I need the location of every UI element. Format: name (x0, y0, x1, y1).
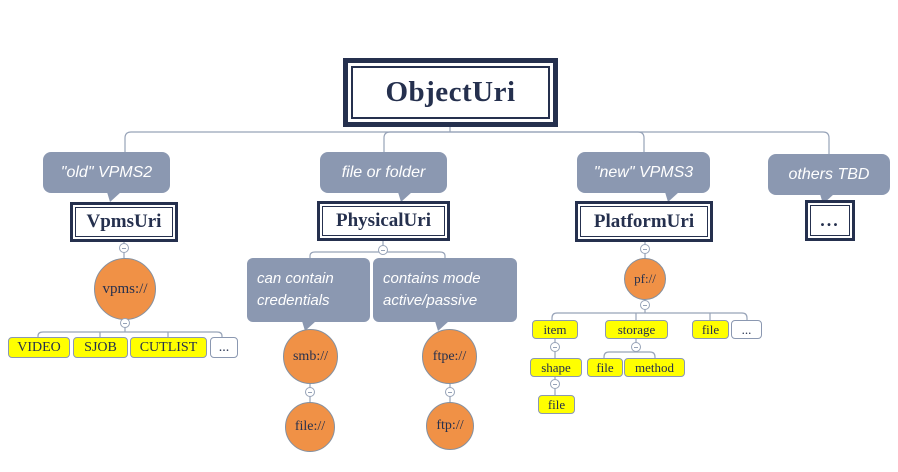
node-shape-file[interactable]: file (538, 395, 575, 414)
collapse-toggle-icon[interactable] (445, 387, 455, 397)
node-shape-file-label: file (547, 396, 566, 412)
node-shape-label: shape (541, 359, 571, 375)
collapse-toggle-icon[interactable] (119, 243, 129, 253)
collapse-toggle-icon[interactable] (640, 300, 650, 310)
callout-tail (820, 194, 834, 204)
node-others-ellipsis-label: ... (810, 205, 850, 236)
node-objecturi[interactable]: ObjectUri (343, 58, 558, 127)
node-item[interactable]: item (532, 320, 578, 339)
callout-tail (398, 192, 412, 202)
node-smb-scheme[interactable]: smb:// (283, 329, 338, 384)
node-storage-label: storage (617, 321, 656, 337)
collapse-toggle-icon[interactable] (378, 245, 388, 255)
callout-new-vpms3[interactable]: "new" VPMS3 (577, 152, 710, 202)
node-pf-scheme-label: pf:// (634, 271, 656, 286)
callout-tail (302, 321, 316, 331)
collapse-toggle-icon[interactable] (120, 318, 130, 328)
node-platform-file[interactable]: file (692, 320, 729, 339)
note-contains-mode[interactable]: contains mode active/passive (373, 258, 517, 331)
node-platformuri-label: PlatformUri (580, 206, 708, 237)
node-platform-file-label: file (701, 321, 720, 337)
callout-file-or-folder[interactable]: file or folder (320, 152, 447, 202)
node-vpms-scheme[interactable]: vpms:// (94, 258, 156, 320)
callout-old-vpms2[interactable]: "old" VPMS2 (43, 152, 170, 202)
node-pf-scheme[interactable]: pf:// (624, 258, 666, 300)
node-vpmsuri-label: VpmsUri (75, 207, 173, 237)
callout-tail (107, 192, 121, 202)
node-physicaluri[interactable]: PhysicalUri (317, 201, 450, 241)
node-sjob[interactable]: SJOB (73, 337, 128, 358)
node-cutlist[interactable]: CUTLIST (130, 337, 207, 358)
node-video[interactable]: VIDEO (8, 337, 70, 358)
node-physicaluri-label: PhysicalUri (322, 206, 445, 236)
node-storage[interactable]: storage (605, 320, 668, 339)
callout-tail (665, 192, 679, 202)
node-ftp-scheme-label: ftp:// (436, 418, 464, 433)
collapse-toggle-icon[interactable] (550, 342, 560, 352)
collapse-toggle-icon[interactable] (631, 342, 641, 352)
node-file-scheme-label: file:// (294, 419, 326, 434)
node-sjob-label: SJOB (84, 339, 117, 355)
callout-others-tbd-label: others TBD (788, 165, 870, 183)
note-can-contain-credentials-label: can contain credentials (257, 270, 334, 309)
node-vpms-ellipsis-label: ... (218, 339, 230, 355)
node-platform-ellipsis[interactable]: ... (731, 320, 762, 339)
note-can-contain-credentials[interactable]: can contain credentials (247, 258, 370, 331)
node-smb-scheme-label: smb:// (292, 348, 328, 364)
node-vpms-scheme-label: vpms:// (102, 280, 148, 297)
node-method[interactable]: method (624, 358, 685, 377)
node-ftpe-scheme-label: ftpe:// (432, 348, 467, 364)
node-platform-ellipsis-label: ... (741, 321, 752, 337)
node-ftpe-scheme[interactable]: ftpe:// (422, 329, 477, 384)
node-objecturi-label: ObjectUri (351, 66, 550, 119)
callout-file-or-folder-label: file or folder (341, 163, 426, 181)
node-cutlist-label: CUTLIST (139, 339, 198, 355)
node-storage-file-label: file (596, 359, 614, 375)
node-file-scheme[interactable]: file:// (285, 402, 335, 452)
node-platformuri[interactable]: PlatformUri (575, 201, 713, 242)
node-method-label: method (635, 359, 674, 375)
note-contains-mode-label: contains mode active/passive (383, 270, 481, 309)
node-ftp-scheme[interactable]: ftp:// (426, 402, 474, 450)
node-item-label: item (543, 321, 567, 337)
node-others-ellipsis[interactable]: ... (805, 200, 855, 241)
node-shape[interactable]: shape (530, 358, 582, 377)
callout-others-tbd[interactable]: others TBD (768, 154, 890, 204)
callout-tail (435, 321, 449, 331)
collapse-toggle-icon[interactable] (550, 379, 560, 389)
collapse-toggle-icon[interactable] (305, 387, 315, 397)
callout-old-vpms2-label: "old" VPMS2 (60, 163, 153, 181)
node-video-label: VIDEO (17, 339, 61, 355)
node-vpmsuri[interactable]: VpmsUri (70, 202, 178, 242)
callout-new-vpms3-label: "new" VPMS3 (593, 163, 694, 181)
node-storage-file[interactable]: file (587, 358, 623, 377)
node-vpms-ellipsis[interactable]: ... (210, 337, 238, 358)
collapse-toggle-icon[interactable] (640, 244, 650, 254)
